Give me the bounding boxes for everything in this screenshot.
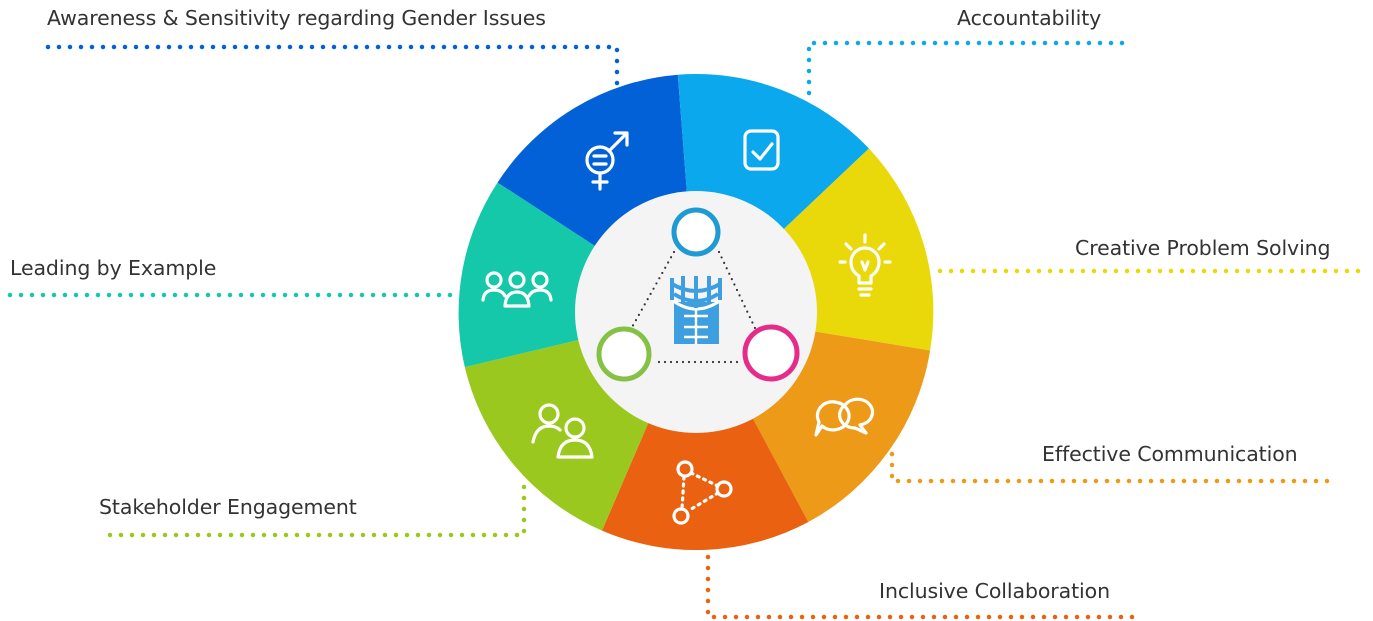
leader-line-accountability (806, 40, 1125, 97)
leader-line-collaboration (705, 554, 1145, 620)
segment-leading (458, 182, 596, 368)
label-gender: Awareness & Sensitivity regarding Gender… (47, 6, 546, 30)
label-effective-communication: Effective Communication (1042, 442, 1298, 466)
gender-equality-icon (585, 131, 629, 191)
leader-line-gender (45, 44, 620, 89)
label-inclusive-collaboration: Inclusive Collaboration (879, 579, 1110, 603)
label-accountability: Accountability (957, 6, 1102, 30)
center-link-right (717, 250, 757, 330)
network-triangle-icon (672, 460, 733, 525)
checkbox-icon (743, 129, 780, 171)
leader-line-communication (889, 451, 1337, 484)
segment-accountability (677, 74, 869, 230)
segment-gender (497, 74, 687, 247)
leader-line-stakeholder (98, 484, 527, 538)
lightbulb-icon (838, 233, 892, 297)
three-people-icon (481, 271, 553, 308)
organization-logo-icon (670, 276, 722, 344)
chat-bubbles-icon (814, 397, 875, 437)
center-node-blue (671, 207, 721, 257)
segment-collaboration (602, 417, 809, 551)
center-node-pink (742, 324, 800, 382)
label-stakeholder-engagement: Stakeholder Engagement (99, 495, 357, 519)
label-creative-problem-solving: Creative Problem Solving (1075, 236, 1331, 260)
two-people-icon (531, 403, 594, 459)
label-leading-by-example: Leading by Example (10, 256, 217, 280)
center-node-green (596, 326, 652, 382)
